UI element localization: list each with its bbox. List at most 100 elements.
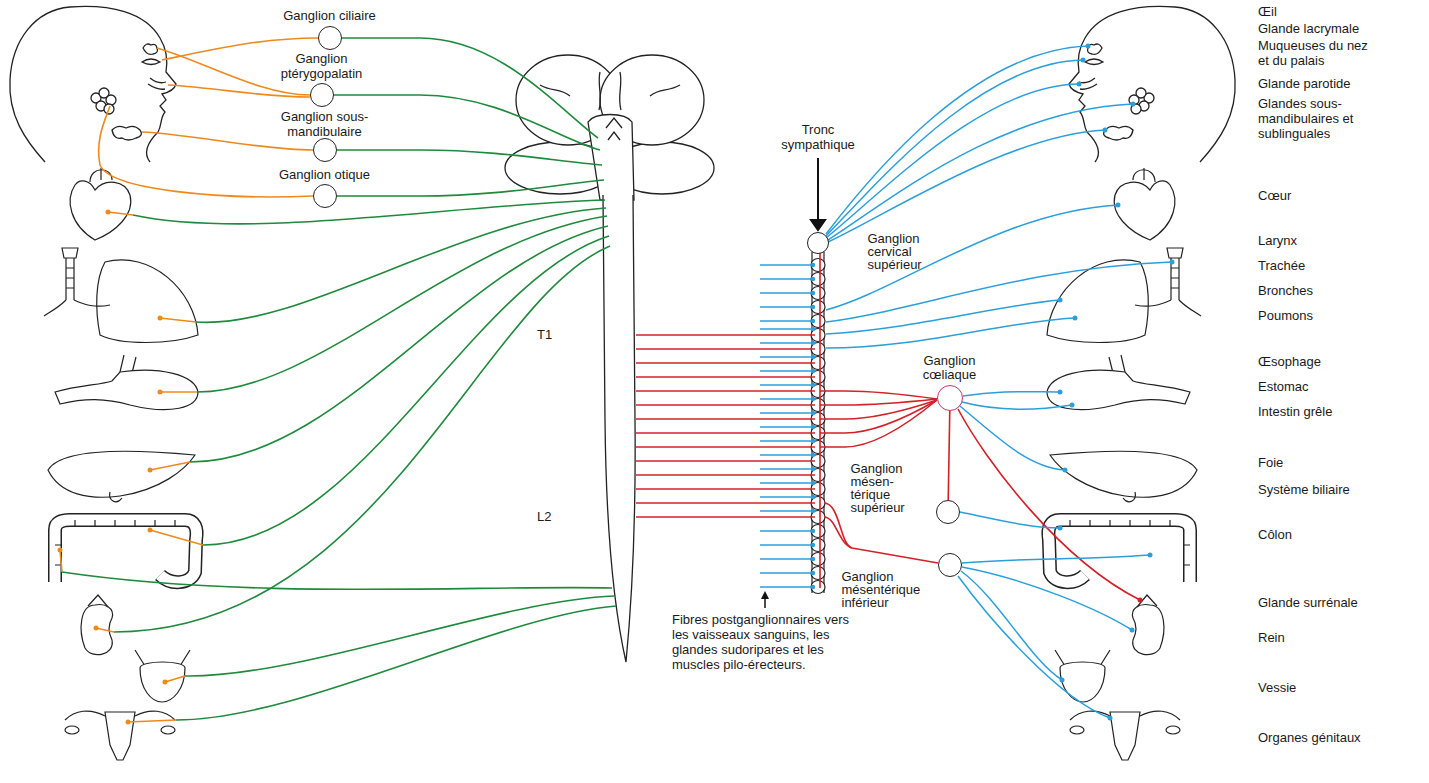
ganglion-circle: Ganglion mésen- térique supérieur [936,500,960,524]
organ-label: Poumons [1258,308,1313,323]
postganglionic-fiber [760,328,811,329]
ganglion-cell-dot [811,397,815,401]
ganglion-cell-dot [58,210,168,725]
organ-label: Muqueuses du nez et du palais [1258,38,1373,68]
parasympathetic-preganglionic [337,180,604,196]
ganglion-cell-dot [58,548,63,553]
postganglionic-fiber [760,530,811,531]
ganglion-cell-dot [811,263,815,267]
pointer-arrow [817,158,819,222]
sympathetic-postganglionic [826,46,1172,718]
ganglion-cell-dot [811,509,815,513]
postganglionic-fiber [760,398,811,399]
pointer-arrow [764,598,766,608]
ganglion-label: Ganglion mésen- térique supérieur [851,462,927,514]
organ-label: Côlon [1258,527,1292,542]
ganglion-cell-dot [811,467,815,471]
postganglionic-ending [1170,260,1175,265]
postganglionic-fiber [760,496,811,497]
brain [505,55,714,662]
postganglionic-fiber [760,426,811,427]
chain-ganglion [811,287,825,300]
sympathetic-postganglionic [828,130,1105,242]
ganglion-label: Ganglion ptérygopalatin [260,51,384,81]
sympathetic-postganglionic [960,512,1060,528]
chain-ganglion [811,553,825,566]
brain [540,72,680,110]
organ-label: Glande lacrymale [1258,21,1359,36]
parasympathetic-postganglionic [60,212,203,722]
preganglionic-fiber [636,418,815,420]
ganglion-circle: Ganglion cervical supérieur [807,232,829,254]
ganglion-label: Ganglion mésentérique inférieur [842,570,930,609]
postganglionic-fiber [760,292,811,293]
postganglionic-fiber [760,264,811,265]
organ-label: Foie [1258,455,1283,470]
organ-label: Fibres postganglionnaires vers les vaiss… [672,612,862,672]
parasympathetic-postganglionic [168,85,310,97]
postganglionic-ending [1081,58,1086,63]
parasympathetic-postganglionic [60,38,318,722]
chain-ganglion [811,315,825,328]
postganglionic-ending [1108,716,1113,721]
parasympathetic-preganglionic [190,226,608,462]
postganglionic-fiber [760,544,811,545]
postganglionic-ending [1058,298,1063,303]
parasympathetic-preganglionic [197,216,607,392]
ganglion-label: Ganglion cervical supérieur [868,232,940,271]
organ-label: Trachée [1258,258,1305,273]
organ-label: Glande parotide [1258,76,1351,91]
preganglionic-fiber [636,390,815,392]
sympathetic-postganglionic [826,262,1172,322]
postganglionic-ending [1086,44,1091,49]
preganglionic-fiber [636,348,815,350]
ganglion-cell-dot [811,557,815,561]
organ-label: Estomac [1258,379,1309,394]
ganglion-circle: Ganglion sous-mandibulaire [313,138,337,162]
pointer-arrow [761,158,825,608]
sympathetic-preganglionic [820,400,937,433]
ganglion-cell-dot [811,543,815,547]
postganglionic-fiber [760,370,811,371]
segment-label: L2 [537,509,551,524]
ganglion-cell-dot [811,585,815,589]
preganglionic-fiber [636,488,815,490]
postganglionic-fiber [760,482,811,483]
ganglion-cell-dot [811,319,815,323]
preganglionic-fiber [636,376,815,378]
parasympathetic-postganglionic [162,38,318,60]
chain-ganglion [811,539,825,552]
postganglionic-ending [1058,526,1063,531]
preganglionic-fiber [636,404,815,406]
segment-label: T1 [537,327,552,342]
ganglion-cell-dot [148,468,153,473]
organ-label: Tronc sympathique [778,122,858,152]
preganglionic-fiber [636,502,815,504]
ganglion-circle: Ganglion ptérygopalatin [310,83,334,107]
sympathetic-postganglionic [828,104,1133,240]
head-outline [10,6,176,162]
postganglionic-ending [1116,203,1121,208]
sympathetic-postganglionic [962,567,1132,630]
organ-label: Œil [1258,4,1277,19]
parasympathetic-preganglionic [176,606,616,720]
ganglion-cell-dot [163,680,168,685]
sympathetic-preganglionic [820,399,937,405]
postganglionic-fiber [760,342,811,343]
ganglion-cell-dot [811,453,815,457]
parasympathetic-preganglionic [114,246,610,632]
head-outline [1069,6,1235,162]
postganglionic-ending [1130,628,1135,633]
ganglion-cell-dot [811,425,815,429]
organ-drawing [1047,168,1201,760]
ganglion-cell-dot [158,316,163,321]
postganglionic-ending [1077,82,1082,87]
sympathetic-preganglionic [824,517,852,548]
preganglionic-fiber [636,432,815,434]
ganglion-cell-dot [811,481,815,485]
chain-ganglion [811,301,825,314]
pointer-arrow [811,220,825,230]
parasympathetic-preganglionic [62,38,616,720]
brain [606,118,622,140]
